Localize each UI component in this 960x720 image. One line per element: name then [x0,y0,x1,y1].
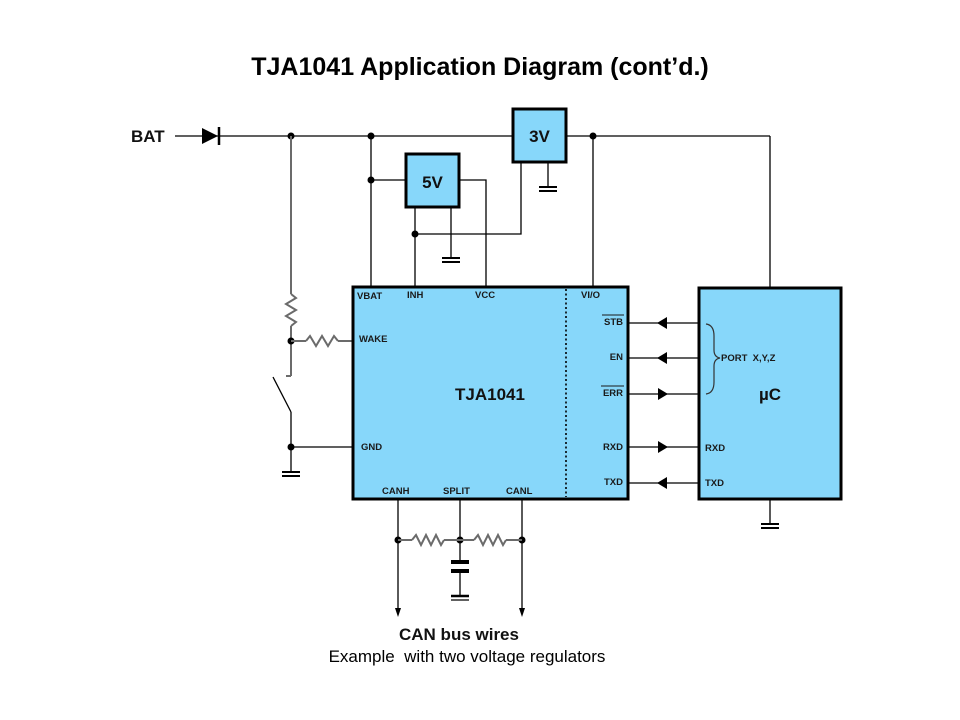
caption-title: CAN bus wires [399,625,519,644]
pin-wake: WAKE [359,334,388,345]
regulator-5v-label: 5V [422,173,443,192]
port-label: PORT X,Y,Z [721,353,776,364]
pin-stb: STB [604,317,623,328]
pin-inh: INH [407,290,424,301]
pin-vio: VI/O [581,290,600,301]
microcontroller-name: µC [759,385,781,404]
diode-icon [202,127,221,145]
arrow-right-icon [658,441,668,453]
pin-vbat: VBAT [357,291,382,302]
pin-canh: CANH [382,486,410,497]
pin-gnd: GND [361,442,382,453]
pin-txd: TXD [604,477,623,488]
ground-icon [442,257,460,263]
pin-vcc: VCC [475,290,495,301]
arrow-down-icon [519,608,525,617]
capacitor-icon [451,560,469,573]
uc-pin-txd: TXD [705,478,724,489]
3v-to-inh-wire [415,162,522,235]
microcontroller-block [697,286,843,501]
switch-icon [272,376,292,413]
regulator-3v-label: 3V [529,127,550,146]
arrow-down-icon [395,608,401,617]
5v-to-vcc-wire [459,179,487,287]
transceiver-block [351,285,630,501]
pin-rxd: RXD [603,442,623,453]
resistor-icon [305,334,339,348]
resistor-icon [284,293,298,327]
ground-icon [282,471,300,477]
pin-canl: CANL [506,486,533,497]
ground-icon [539,186,557,192]
regulator-3v [511,107,568,164]
uc-pin-rxd: RXD [705,443,725,454]
ground-icon [451,594,469,601]
arrow-right-icon [658,388,668,400]
pin-err: ERR [603,388,623,399]
pin-en: EN [610,352,623,363]
junction-dot [411,230,419,238]
caption-subtitle: Example with two voltage regulators [329,647,606,666]
arrow-left-icon [657,352,667,364]
transceiver-name: TJA1041 [455,385,525,404]
arrow-left-icon [657,477,667,489]
resistor-icon [473,532,507,548]
pin-split: SPLIT [443,486,470,497]
brace-icon [705,323,721,395]
page-title: TJA1041 Application Diagram (cont’d.) [251,53,708,81]
resistor-icon [411,532,445,548]
bat-label: BAT [131,127,165,146]
ground-icon [761,523,779,529]
arrow-left-icon [657,317,667,329]
regulator-5v [404,152,461,209]
